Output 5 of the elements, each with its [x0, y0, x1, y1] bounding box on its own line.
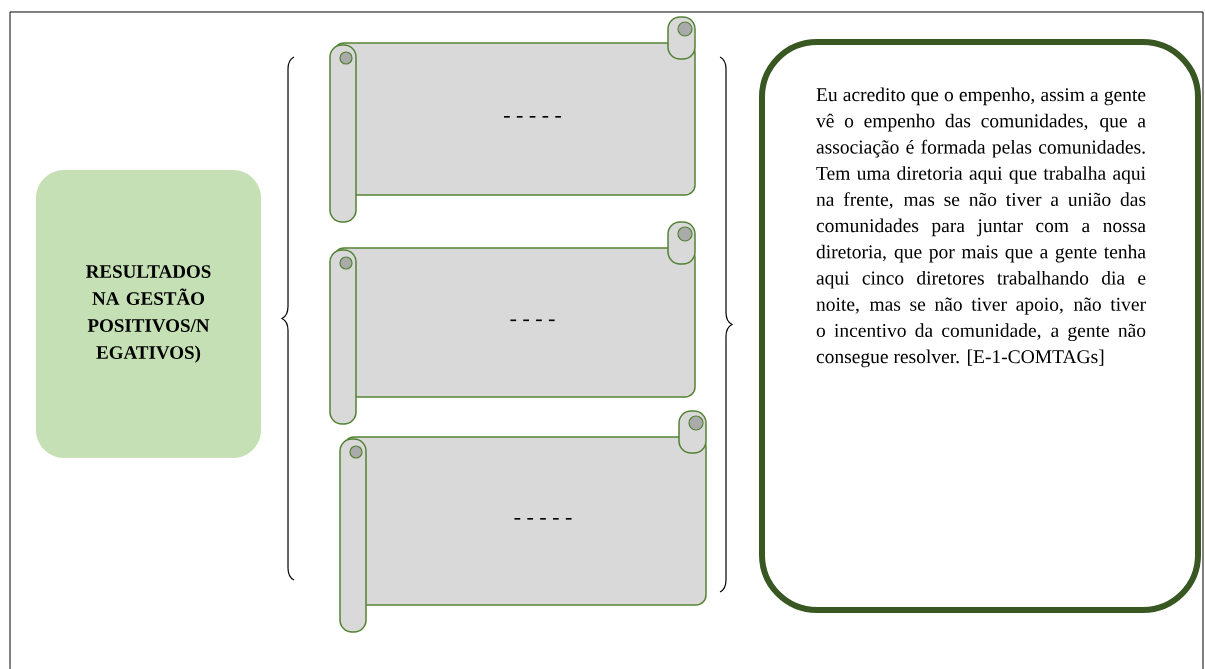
- scroll-banner: - - - - -: [339, 410, 707, 633]
- scroll-banner: - - - -: [329, 221, 696, 425]
- quote-box: Eu acredito que o empenho, assim a gente vê o empenho das comunidades, que a associação é formada pelas comunidades. Tem uma diretoria aqui que trabalha aqui na frente, mas se não tiver a união das comunidades para juntar com a nossa diretoria, que por mais que a gente tenha aqui cinco diretores trabalhando dia e noite, mas se não tiver apoio, não tiver o incentivo da comunidade, a gente não consegue resolver. [E-1-COMTAGs]: [759, 39, 1201, 613]
- scroll-banner: - - - - -: [329, 16, 696, 223]
- label-box: RESULTADOS NA GESTÃO POSITIVOS/N EGATIVOS): [36, 170, 261, 458]
